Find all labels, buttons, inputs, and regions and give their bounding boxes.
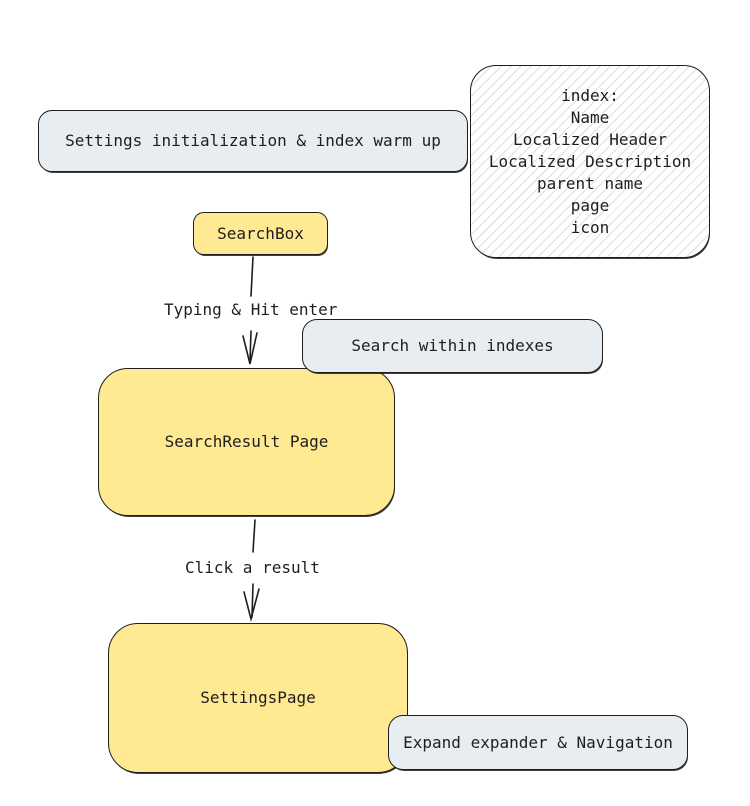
node-settingspage-label: SettingsPage [200, 688, 316, 707]
node-searchbox: SearchBox [193, 212, 328, 255]
node-searchresult-page: SearchResult Page [98, 368, 395, 516]
node-searchresult-page-label: SearchResult Page [164, 432, 329, 451]
node-settings-initialization: Settings initialization & index warm up [38, 110, 468, 172]
index-fields-line: icon [570, 217, 610, 237]
edge-label-click-a-result: Click a result [185, 558, 320, 577]
node-expand-expander-navigation-label: Expand expander & Navigation [403, 732, 673, 752]
node-settings-initialization-label: Settings initialization & index warm up [65, 131, 441, 150]
index-fields-line: page [570, 195, 610, 215]
index-fields-line: index: [561, 85, 619, 105]
index-fields-line: Name [570, 107, 610, 127]
edge-label-typing-hit-enter: Typing & Hit enter [164, 300, 338, 319]
node-search-within-indexes-label: Search within indexes [351, 336, 554, 355]
node-settingspage: SettingsPage [108, 623, 408, 773]
index-fields-line: Localized Description [488, 151, 692, 171]
index-fields-line: Localized Header [512, 129, 668, 149]
node-search-within-indexes: Search within indexes [302, 319, 603, 373]
index-fields-line: parent name [537, 173, 643, 193]
node-index-fields: index: Name Localized Header Localized D… [470, 65, 710, 258]
node-expand-expander-navigation: Expand expander & Navigation [388, 715, 688, 770]
node-searchbox-label: SearchBox [217, 223, 304, 243]
